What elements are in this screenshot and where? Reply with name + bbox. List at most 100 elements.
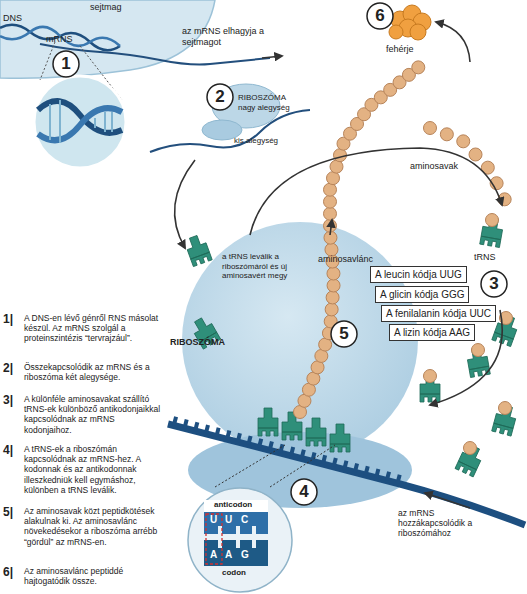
magnifier-dna xyxy=(49,104,51,140)
callout-number: 2 xyxy=(215,87,224,107)
codon-text: A lizin kódja AAG xyxy=(394,327,470,338)
mrna-base xyxy=(334,458,336,467)
mrna-base xyxy=(387,472,389,481)
codon-inset xyxy=(204,540,268,566)
codon-inset xyxy=(188,488,292,592)
part-label: aminosavak xyxy=(410,161,458,172)
step-description: Az aminosavak közt peptidkötések alakuln… xyxy=(24,506,164,547)
part-label: tRNS xyxy=(474,252,496,263)
step-number: 5| xyxy=(3,505,13,519)
dna-helix xyxy=(0,25,120,50)
magnifier-dna xyxy=(111,112,113,132)
part-label: anticodon xyxy=(214,500,252,510)
part-label: aminosavlánc xyxy=(318,254,373,265)
circle-outline xyxy=(481,271,507,297)
amino-acid xyxy=(324,183,337,196)
process-arrows xyxy=(175,160,195,248)
amino-acid xyxy=(327,279,340,292)
codon-inset xyxy=(215,445,285,487)
dna-helix xyxy=(0,25,120,50)
step-description: A tRNS-ek a riboszómán kapcsolódnak az m… xyxy=(24,444,164,495)
codon-inset xyxy=(204,512,268,534)
amino-acid xyxy=(424,122,437,135)
magnifier-dna xyxy=(34,42,126,168)
callout-number: 1 xyxy=(61,54,70,74)
mrna-base xyxy=(302,450,304,459)
trna-symbol xyxy=(258,408,278,436)
step-number-circle: 4 xyxy=(290,478,318,506)
trna-symbol xyxy=(306,418,326,446)
trna-symbol xyxy=(330,424,350,452)
amino-acid xyxy=(440,128,453,141)
magnifier-dna xyxy=(59,100,61,143)
process-arrows xyxy=(425,493,470,508)
amino-acid xyxy=(486,214,499,227)
part-label: codon xyxy=(222,568,246,578)
mrna-base xyxy=(355,464,357,473)
codon-text: A leucin kódja UUG xyxy=(375,269,462,280)
circle-outline xyxy=(53,51,79,77)
callout-number: 4 xyxy=(299,482,308,502)
mrna-base xyxy=(376,469,378,478)
protein-blob xyxy=(389,25,403,39)
amino-acid xyxy=(469,148,482,161)
step-number: 3| xyxy=(3,393,13,407)
codon-text: A glicin kódja GGG xyxy=(380,289,464,300)
part-label: A xyxy=(210,549,217,561)
amino-acid xyxy=(412,61,425,74)
codon-inset xyxy=(204,500,268,512)
trna-molecules xyxy=(184,216,520,476)
part-label: A xyxy=(225,549,232,561)
part-label: U xyxy=(210,514,217,526)
part-label: fehérje xyxy=(386,44,414,55)
big-ribosome xyxy=(182,222,418,508)
mrna-base xyxy=(291,447,293,456)
step-number-circle: 5 xyxy=(330,320,358,348)
amino-acid xyxy=(457,135,470,148)
magnifier-dna xyxy=(94,118,96,128)
amino-acid-chain xyxy=(294,61,513,455)
mrna-base xyxy=(227,431,229,440)
amino-acid xyxy=(464,442,477,455)
dna-helix xyxy=(0,27,120,46)
part-label: sejtmag xyxy=(90,2,122,13)
step-number: 2| xyxy=(3,361,13,375)
circle-outline xyxy=(367,3,393,29)
part-label: az mRNS hozzákapcsolódik a riboszómához xyxy=(398,508,493,539)
amino-acid xyxy=(326,291,339,304)
trna-symbol xyxy=(306,418,326,446)
process-arrows xyxy=(262,56,282,58)
codon-inset xyxy=(188,445,335,592)
protein-blob xyxy=(410,24,426,40)
step-description: Összekapcsolódik az mRNS és a riboszóma … xyxy=(24,362,164,382)
mrna-base xyxy=(216,428,218,437)
callout-number: 3 xyxy=(489,274,498,294)
mrna-base xyxy=(195,422,197,431)
mrna-base xyxy=(323,455,325,464)
part-label: RIBOSZÓMA nagy alegység xyxy=(238,93,300,112)
amino-acid xyxy=(325,303,338,316)
codon-label-box: A glicin kódja GGG xyxy=(375,286,469,303)
mrna-base xyxy=(184,420,186,429)
circle-outline xyxy=(207,84,233,110)
codon-text: A fenilalanin kódja UUC xyxy=(386,308,491,319)
codon-label-box: A fenilalanin kódja UUC xyxy=(381,305,496,322)
amino-acid xyxy=(424,370,437,383)
amino-acid xyxy=(333,149,346,162)
process-arrows xyxy=(175,22,503,508)
part-label: az mRNS elhagyja a sejtmagot xyxy=(182,26,282,48)
process-arrows xyxy=(436,22,470,62)
step-number: 1| xyxy=(3,312,13,326)
step-number: 4| xyxy=(3,443,13,457)
mrna-comb xyxy=(168,424,525,525)
mrna-base xyxy=(280,444,282,453)
mrna-base xyxy=(238,433,240,442)
protein-blob xyxy=(389,5,431,40)
amino-acid xyxy=(330,160,343,173)
amino-acid xyxy=(472,344,485,357)
step-description: Az aminosavlánc peptiddé hajtogatódik ös… xyxy=(24,566,164,586)
amino-acid xyxy=(324,207,337,220)
magnifier-dna xyxy=(104,112,106,132)
amino-acid xyxy=(324,195,337,208)
part-label: a tRNS leválik a riboszómáról és új amin… xyxy=(222,252,320,281)
